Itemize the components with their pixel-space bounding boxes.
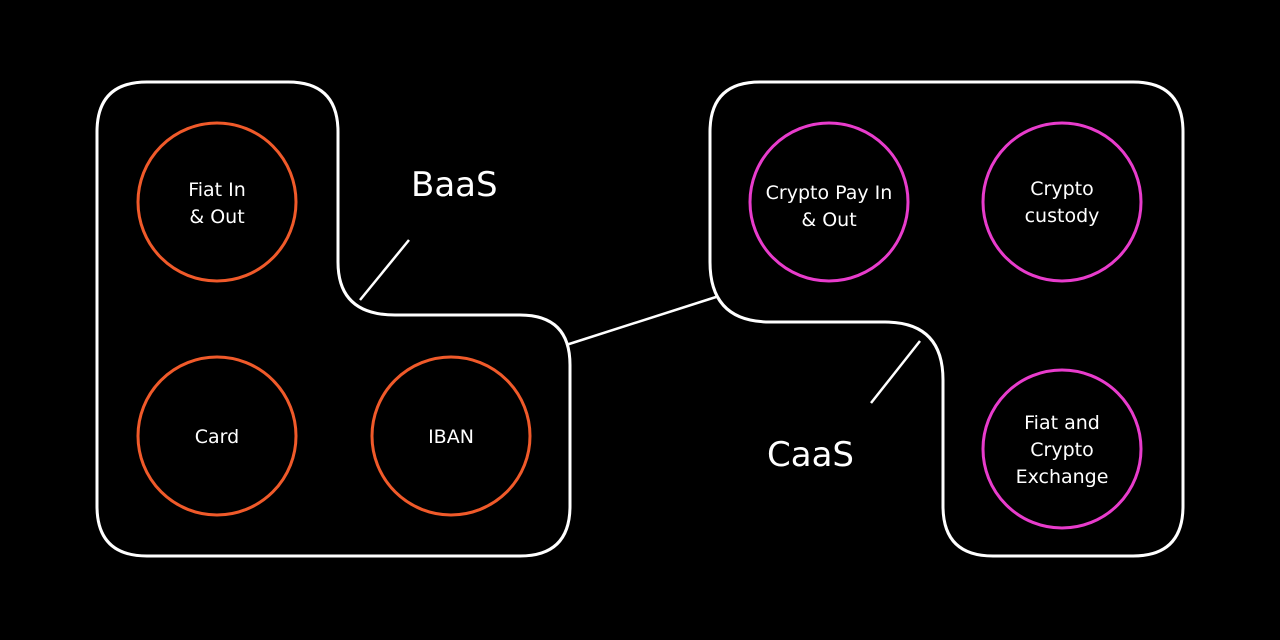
caas-node-circle [981,368,1143,530]
baas-node-circle [136,355,298,517]
caas-label-pointer [870,340,921,404]
node-text-line: Card [195,426,239,448]
caas-label: CaaS [767,435,854,475]
caas-group-outline [708,80,1185,558]
caas-node-circle [748,121,910,283]
group-connector-line [565,295,717,347]
node-text-line: IBAN [428,426,474,448]
node-text-line: & Out [801,209,856,231]
caas-node-crypto-pay-in-out: Crypto Pay In & Out [748,121,910,283]
baas-node-iban: IBAN [370,355,532,517]
node-text-line: Crypto [1030,439,1093,461]
baas-node-fiat-in-out: Fiat In & Out [136,121,298,283]
node-text-line: & Out [189,206,244,228]
node-text-line: custody [1025,205,1100,227]
node-text-line: Fiat and [1024,412,1100,434]
baas-group-outline [95,80,572,558]
baas-node-circle [136,121,298,283]
node-text-line: Crypto Pay In [766,182,893,204]
baas-node-circle [370,355,532,517]
baas-label: BaaS [411,165,498,205]
caas-node-fiat-crypto-exchange: Fiat and Crypto Exchange [981,368,1143,530]
caas-node-crypto-custody: Crypto custody [981,121,1143,283]
baas-node-card: Card [136,355,298,517]
node-text-line: Crypto [1030,178,1093,200]
baas-label-pointer [359,239,410,301]
caas-node-circle [981,121,1143,283]
node-text-line: Exchange [1016,466,1109,488]
node-text-line: Fiat In [188,179,246,201]
